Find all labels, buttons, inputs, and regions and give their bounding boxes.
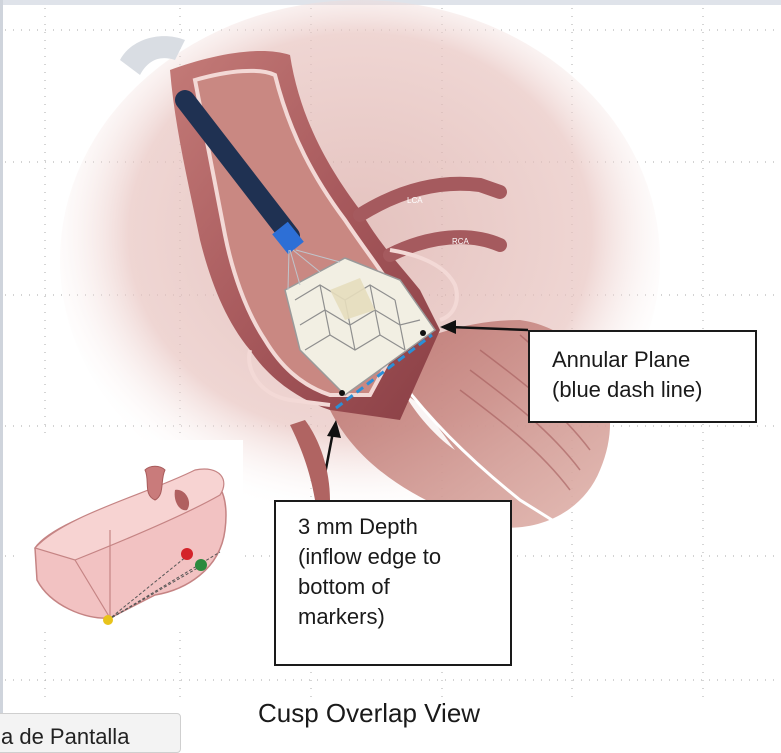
lca-label: LCA: [407, 196, 423, 205]
depth-callout-line-3: bottom of: [298, 572, 510, 602]
depth-callout-line-2: (inflow edge to: [298, 542, 510, 572]
annular-plane-callout: Annular Plane (blue dash line): [528, 330, 757, 423]
depth-callout-line-1: 3 mm Depth: [298, 512, 510, 542]
marker-dot-lower: [339, 390, 345, 396]
marker-red: [181, 548, 193, 560]
screen-capture-tooltip[interactable]: a de Pantalla: [0, 713, 181, 753]
catheter-tip: [280, 228, 296, 248]
rca-label: RCA: [452, 237, 470, 246]
marker-dot-upper: [420, 330, 426, 336]
annular-callout-line-1: Annular Plane: [552, 345, 755, 375]
depth-callout-line-4: markers): [298, 602, 510, 632]
marker-green: [195, 559, 207, 571]
depth-callout: 3 mm Depth (inflow edge to bottom of mar…: [274, 500, 512, 666]
figure-caption: Cusp Overlap View: [258, 698, 480, 729]
cusp-inset-diagram: [15, 440, 243, 630]
annular-callout-line-2: (blue dash line): [552, 375, 755, 405]
marker-yellow: [103, 615, 113, 625]
